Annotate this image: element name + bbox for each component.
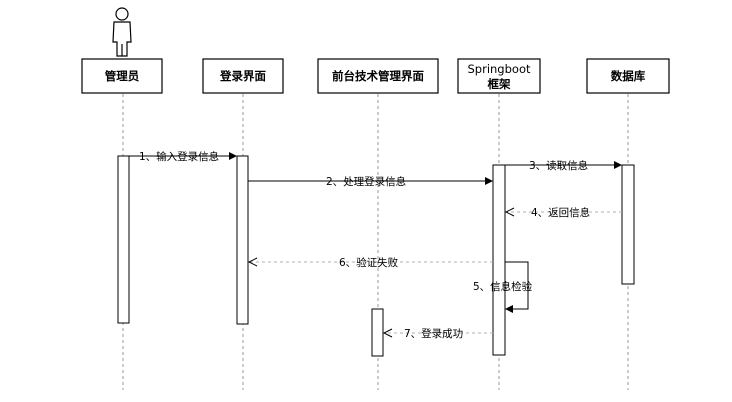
participant-box-login-ui — [202, 58, 284, 94]
participant-label-springboot-line1: Springboot — [468, 62, 531, 76]
message-label-1: 1、输入登录信息 — [139, 150, 219, 163]
participant-label-db: 数据库 — [611, 69, 646, 83]
activation-admin — [117, 155, 130, 324]
activation-springboot — [492, 164, 506, 356]
activation-db — [621, 164, 635, 285]
participant-label-admin: 管理员 — [105, 69, 140, 83]
participant-box-admin — [81, 58, 163, 94]
message-arrow-7 — [382, 328, 493, 338]
activation-front-ui — [371, 308, 384, 357]
message-label-7: 7、登录成功 — [404, 327, 463, 340]
message-arrow-1 — [129, 152, 237, 160]
activation-login-ui — [236, 155, 249, 325]
message-label-6: 6、验证失败 — [339, 256, 399, 269]
participant-box-front-ui — [317, 58, 439, 94]
message-arrow-2 — [248, 177, 493, 185]
participant-label-springboot-line2: 框架 — [488, 77, 511, 91]
message-arrow-4 — [504, 207, 622, 217]
actor-icon — [112, 7, 132, 57]
participant-label-front-ui: 前台技术管理界面 — [332, 69, 424, 83]
message-label-5: 5、信息检验 — [473, 280, 533, 293]
participant-label-login-ui: 登录界面 — [219, 69, 266, 83]
message-label-2: 2、处理登录信息 — [326, 175, 406, 188]
message-arrow-3 — [505, 161, 622, 169]
message-arrow-6 — [247, 257, 493, 267]
message-label-4: 4、返回信息 — [531, 206, 590, 219]
message-arrow-5 — [505, 261, 529, 313]
message-label-3: 3、读取信息 — [529, 159, 588, 172]
participant-box-db — [586, 58, 670, 94]
participant-box-springboot — [457, 58, 541, 94]
